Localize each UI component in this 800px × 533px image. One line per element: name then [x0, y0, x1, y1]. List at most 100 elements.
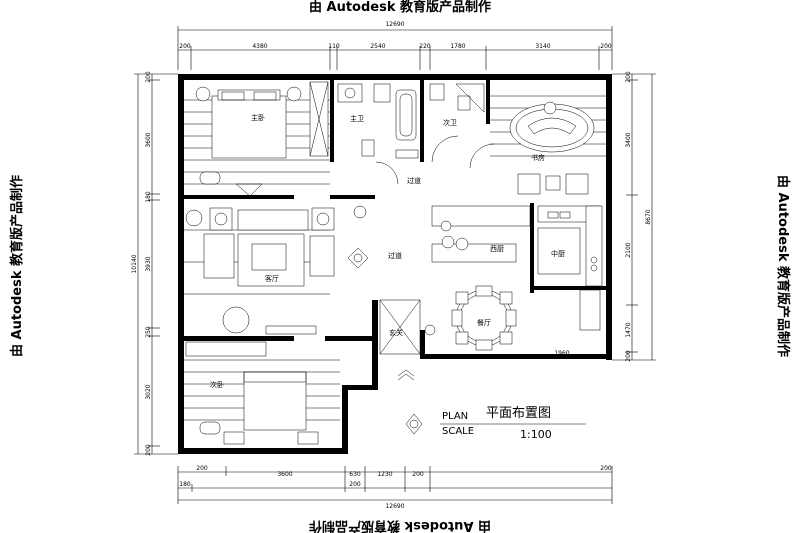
wardrobe-second [185, 341, 267, 357]
dim-right-2: 2100 [625, 242, 632, 257]
door-master-bath [375, 161, 399, 185]
dim-top-1: 4380 [252, 43, 267, 50]
fridge [579, 289, 601, 331]
study-desk [527, 117, 577, 135]
armchair-right [309, 235, 335, 277]
room-label-master-bedroom: 主卧 [251, 113, 265, 122]
dim-top-7: 200 [600, 43, 612, 50]
dim-top-total: 12690 [385, 21, 404, 28]
dim-top-6: 3140 [535, 43, 550, 50]
dim-right-4: 200 [625, 350, 632, 362]
dim-right-0: 200 [625, 71, 632, 83]
dim-top-4: 220 [419, 43, 431, 50]
dim-left-4: 250 [145, 326, 152, 338]
dim-left-3: 3930 [145, 256, 152, 271]
dim-right-3: 1470 [625, 322, 632, 337]
dim-ticks-left [134, 73, 178, 455]
dim-left-total: 10140 [131, 254, 138, 273]
chair-master [199, 171, 221, 185]
dim-bottom-extra-1: 200 [349, 481, 361, 488]
china-kitchen-floor [537, 227, 581, 275]
dim-bottom-total: 12690 [385, 503, 404, 510]
dim-bottom-extra-0: 180 [179, 481, 191, 488]
room-label-second-bath: 次卫 [443, 118, 457, 127]
stool-1 [441, 235, 455, 249]
pillow-right [253, 91, 277, 101]
coffee-table [251, 243, 287, 271]
dim-bottom-0: 200 [196, 465, 208, 472]
entrance-plant [424, 324, 436, 336]
dim-left-5: 3020 [145, 384, 152, 399]
room-label-study: 书房 [531, 153, 545, 162]
bed-master [211, 95, 287, 159]
dim-bottom-2: 630 [349, 471, 361, 478]
room-labels: 主卧 主卫 次卫 书房 过道 客厅 过道 西厨 中厨 玄关 餐厅 次卧 [210, 113, 565, 389]
dim-left-2: 180 [145, 191, 152, 203]
title-scale-label: SCALE [442, 426, 474, 437]
dining-chairs [451, 285, 517, 351]
dim-left-6: 200 [145, 444, 152, 456]
title-scale: 1:100 [520, 428, 552, 441]
room-label-western-kitchen: 西厨 [490, 245, 504, 253]
side-table-right [311, 207, 335, 231]
toilet-second-bath [429, 83, 445, 101]
title-compass-icon [405, 413, 423, 435]
dim-bottom-3: 1230 [377, 471, 392, 478]
door-swing-master [235, 183, 263, 197]
dim-left-1: 3600 [145, 132, 152, 147]
bed-second [243, 371, 307, 431]
toilet-2 [361, 139, 375, 157]
sofa-living [237, 209, 309, 231]
door-study [469, 143, 495, 169]
room-label-corridor-mid: 过道 [388, 251, 402, 260]
tv-cabinet [265, 325, 317, 335]
compass-living [347, 247, 369, 269]
basin-second-bath [457, 95, 471, 111]
stool-2 [455, 237, 469, 251]
side-table [545, 175, 561, 191]
dim-right-total: 8670 [645, 209, 652, 224]
dim-left-0: 200 [145, 71, 152, 83]
dim-bottom-4: 200 [412, 471, 424, 478]
room-label-living-room: 客厅 [265, 274, 279, 283]
stool-3 [440, 220, 452, 232]
counter-china-side [585, 205, 603, 287]
dim-right-1: 3400 [625, 132, 632, 147]
lamp-left [195, 86, 211, 102]
room-label-master-bath: 主卫 [350, 114, 364, 123]
study-chair [543, 101, 557, 115]
title-name: 平面布置图 [486, 406, 551, 421]
dim-top-5: 1780 [450, 43, 465, 50]
dim-ticks-right [612, 73, 656, 361]
plant-2 [353, 205, 367, 219]
dim-bottom-5: 1960 [554, 350, 569, 357]
nightstand-right [297, 431, 319, 445]
counter-west [431, 205, 531, 227]
chair-second [199, 421, 221, 435]
lamp-right [286, 86, 302, 102]
armchair-1 [517, 173, 541, 195]
side-table-left [209, 207, 233, 231]
room-label-second-bedroom: 次卧 [210, 380, 224, 389]
bed-headboard [217, 89, 281, 101]
room-label-chinese-kitchen: 中厨 [551, 249, 565, 258]
entry-arrow [397, 369, 415, 381]
walls [178, 74, 612, 454]
dim-ticks-top [177, 26, 613, 70]
bathtub [395, 89, 417, 141]
nightstand-left [223, 431, 245, 445]
dim-top-3: 2540 [370, 43, 385, 50]
dim-top-2: 110 [328, 43, 340, 50]
plant-1 [185, 209, 203, 227]
dim-bottom-6: 200 [600, 465, 612, 472]
dim-ticks-bottom [177, 466, 613, 504]
pillow-left [221, 91, 245, 101]
dimension-labels: 12690 200 4380 110 2540 220 1780 3140 20… [131, 21, 652, 510]
dim-bottom-1: 3600 [277, 471, 292, 478]
sink-master-bath [337, 83, 363, 103]
island-west [431, 243, 517, 263]
room-label-dining-room: 餐厅 [477, 318, 491, 327]
door-second-bath [431, 135, 459, 163]
watermark-top: 由 Autodesk 教育版产品制作 [308, 0, 492, 15]
